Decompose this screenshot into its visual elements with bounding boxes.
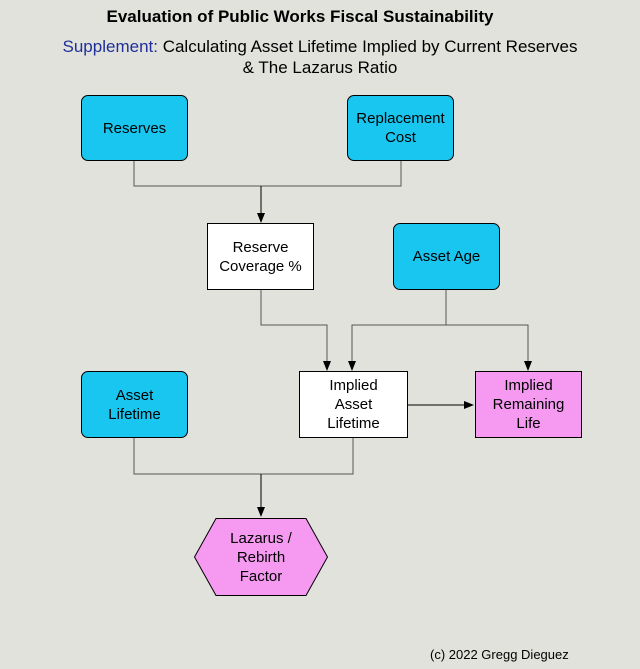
connector-asset-age-left bbox=[348, 324, 446, 371]
lazarus-factor-label: Lazarus / Rebirth Factor bbox=[230, 529, 292, 585]
connector-replacement-cost bbox=[261, 160, 402, 187]
connector-asset-age-right bbox=[446, 324, 532, 371]
hexagon-shape bbox=[193, 518, 329, 596]
connector-reserves bbox=[133, 160, 261, 187]
connector-asset-lifetime bbox=[133, 438, 261, 475]
subtitle-line-1: Calculating Asset Lifetime Implied by Cu… bbox=[157, 37, 578, 56]
node-asset-age[interactable]: Asset Age bbox=[393, 223, 500, 290]
node-replacement-cost[interactable]: Replacement Cost bbox=[347, 95, 454, 161]
node-implied-asset-lifetime[interactable]: Implied Asset Lifetime bbox=[299, 371, 408, 438]
subtitle-prefix: Supplement: bbox=[62, 37, 158, 56]
copyright-footer: (c) 2022 Gregg Dieguez bbox=[430, 647, 569, 662]
diagram-title: Evaluation of Public Works Fiscal Sustai… bbox=[106, 7, 494, 26]
node-implied-remaining-life[interactable]: Implied Remaining Life bbox=[475, 371, 582, 438]
diagram-subtitle: Supplement: Calculating Asset Lifetime I… bbox=[20, 36, 620, 78]
node-lazarus-factor[interactable]: Lazarus / Rebirth Factor bbox=[193, 518, 329, 596]
connector-reserve-coverage bbox=[260, 290, 331, 371]
node-reserve-coverage[interactable]: Reserve Coverage % bbox=[207, 223, 314, 290]
node-asset-lifetime[interactable]: Asset Lifetime bbox=[81, 371, 188, 438]
subtitle-line-2: & The Lazarus Ratio bbox=[242, 58, 398, 77]
connector-implied-lifetime bbox=[261, 438, 354, 475]
node-reserves[interactable]: Reserves bbox=[81, 95, 188, 161]
